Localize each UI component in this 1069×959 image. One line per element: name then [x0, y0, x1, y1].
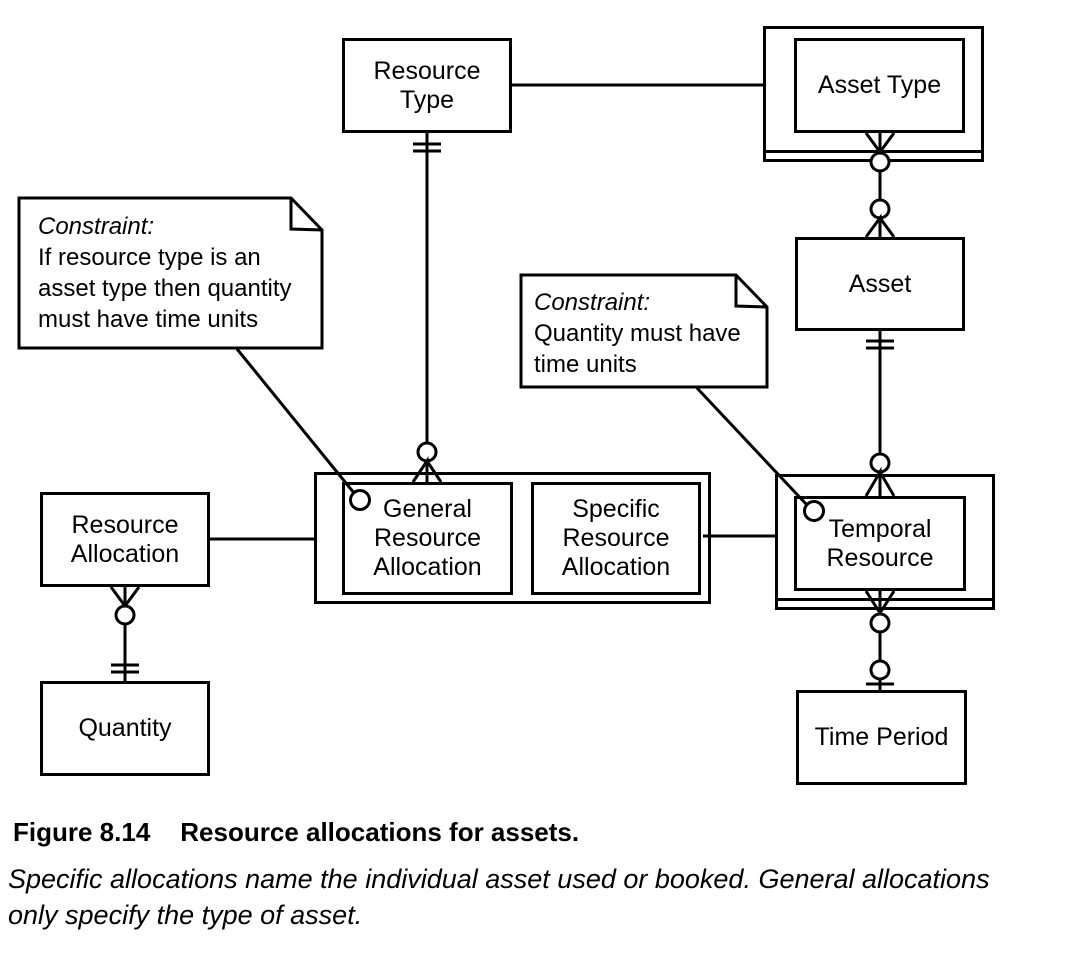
- note-paper-icon: [17, 196, 324, 350]
- crows-foot-many-icon: [864, 132, 896, 157]
- subtype-partition-line: [766, 150, 981, 153]
- entity-time-period: Time Period: [796, 690, 967, 785]
- entity-general-resource-allocation-label: General Resource Allocation: [373, 495, 482, 581]
- constraint-note-2-body: Quantity must have time units: [534, 320, 741, 378]
- note-fold-icon: [289, 198, 323, 232]
- constraint-note-1-title: Constraint:: [38, 213, 155, 240]
- entity-resource-allocation: Resource Allocation: [40, 492, 210, 587]
- constraint-note-2-shape: [519, 273, 825, 522]
- entity-quantity: Quantity: [40, 681, 210, 776]
- entity-time-period-label: Time Period: [814, 723, 949, 751]
- figure-caption: Figure 8.14 Resource allocations for asse…: [13, 817, 579, 848]
- constraint-note-2: Constraint: Quantity must have time unit…: [534, 287, 754, 380]
- figure-subcaption: Specific allocations name the individual…: [8, 864, 990, 930]
- entity-general-resource-allocation: General Resource Allocation: [342, 482, 513, 595]
- entity-asset-type: Asset Type: [794, 38, 965, 133]
- entity-specific-resource-allocation-label: Specific Resource Allocation: [561, 495, 671, 581]
- entity-resource-allocation-label: Resource Allocation: [70, 510, 180, 568]
- crows-foot-many-icon: [864, 213, 896, 238]
- constraint-note-1: Constraint: If resource type is an asset…: [38, 211, 310, 335]
- optionality-circle-icon: [114, 604, 136, 626]
- subtype-partition-line: [778, 598, 992, 601]
- optionality-circle-icon: [869, 612, 891, 634]
- rel-resource-type-general-allocation: [411, 133, 443, 483]
- crows-foot-many-icon: [864, 590, 896, 619]
- optionality-circle-icon: [869, 198, 891, 220]
- optionality-circle-icon: [869, 151, 891, 173]
- note-fold-icon: [734, 275, 768, 309]
- constraint-note-2-title: Constraint:: [534, 289, 651, 316]
- entity-resource-type: Resource Type: [342, 38, 512, 133]
- entity-temporal-resource-label: Temporal Resource: [826, 514, 934, 572]
- note-attachment-circle-icon: [349, 489, 371, 511]
- crows-foot-many-icon: [864, 466, 896, 497]
- entity-asset-label: Asset: [848, 269, 912, 298]
- constraint-note-1-body: If resource type is an asset type then q…: [38, 244, 292, 333]
- rel-resource-allocation-quantity: [109, 586, 141, 681]
- note-attachment-line: [235, 348, 356, 494]
- constraint-note-1-shape: [17, 196, 371, 511]
- entity-asset: Asset: [795, 237, 965, 331]
- entity-asset-type-label: Asset Type: [817, 71, 942, 99]
- crows-foot-many-icon: [109, 586, 141, 611]
- rel-asset-temporal-resource: [864, 331, 896, 497]
- note-paper-icon: [519, 273, 769, 389]
- rel-asset-type-asset: [864, 132, 896, 238]
- entity-quantity-label: Quantity: [78, 714, 172, 742]
- optionality-circle-icon: [869, 659, 891, 681]
- crows-foot-many-icon: [411, 456, 443, 483]
- note-attachment-line: [695, 386, 809, 507]
- entity-specific-resource-allocation: Specific Resource Allocation: [531, 482, 701, 595]
- entity-resource-type-label: Resource Type: [373, 56, 481, 114]
- figure-caption-label: Figure 8.14: [13, 817, 151, 847]
- note-attachment-circle-icon: [803, 500, 825, 522]
- figure-caption-title: Resource allocations for assets.: [180, 817, 580, 847]
- rel-temporal-resource-time-period: [864, 590, 896, 690]
